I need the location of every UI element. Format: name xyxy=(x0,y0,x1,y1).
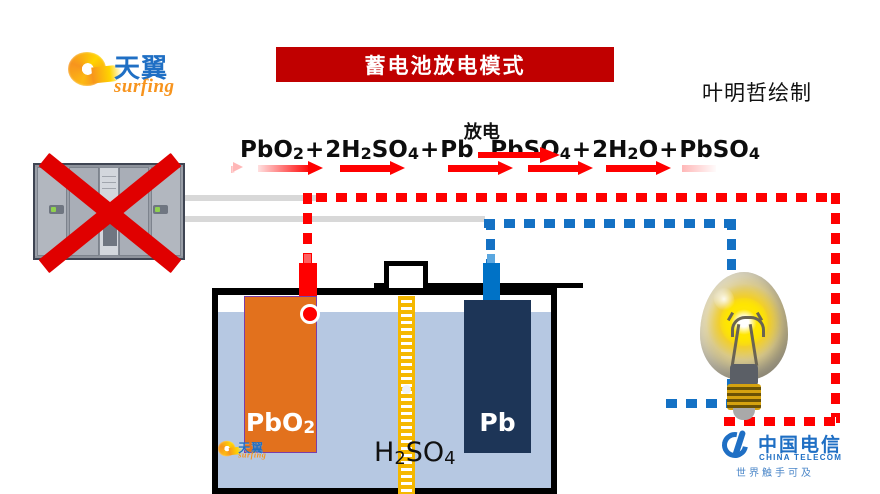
cabinet-handle-left xyxy=(49,205,64,214)
title-text: 蓄电池放电模式 xyxy=(364,53,526,78)
power-cabinet xyxy=(33,163,185,260)
blue-wire-electrode-riser xyxy=(486,219,495,267)
eq-plus-1: + xyxy=(305,137,325,163)
flow-arrow-2 xyxy=(340,161,408,175)
eq-plus-3: + xyxy=(571,137,592,163)
author-credit: 叶明哲绘制 xyxy=(702,81,812,105)
mains-wire-dead-lower xyxy=(185,216,485,222)
tianyi-surfing-logo-small: 天翼 surfing xyxy=(218,438,284,464)
tianyi-surfing-logo: 天翼 surfing xyxy=(68,48,188,100)
china-telecom-logo: 中国电信 CHINA TELECOM 世界触手可及 xyxy=(716,426,862,479)
light-bulb xyxy=(690,272,798,424)
eq-plus-4: + xyxy=(659,137,679,163)
cell-separator xyxy=(398,296,415,494)
cabinet-handle-right xyxy=(153,205,168,214)
tianyi-logo-en: surfing xyxy=(114,76,175,97)
positive-terminal-tip xyxy=(304,254,311,265)
negative-terminal-tip xyxy=(487,254,495,265)
discharge-label: 放电 xyxy=(463,122,500,143)
electrolyte-label: H2SO4 xyxy=(374,437,456,469)
reaction-arrow-icon xyxy=(477,147,562,163)
flow-arrow-ghost-left xyxy=(231,162,249,175)
china-telecom-cn: 中国电信 xyxy=(758,434,843,456)
pbo2-label: PbO2 xyxy=(245,408,316,438)
cabinet-door-2 xyxy=(69,167,99,256)
tianyi-swoosh-icon xyxy=(68,52,106,86)
positive-electrode-lug xyxy=(300,304,320,324)
flow-arrow-5 xyxy=(606,161,674,175)
red-wire-electrode-riser xyxy=(303,193,312,265)
eq-term-pb: Pb xyxy=(440,137,474,163)
tianyi-logo-cn: 天翼 xyxy=(114,54,169,84)
tianyi-logo-small-en: surfing xyxy=(238,449,267,460)
bulb-filament-arc xyxy=(731,316,765,337)
flow-arrow-1 xyxy=(258,161,326,175)
red-wire-right-down xyxy=(831,193,840,423)
blue-wire-top xyxy=(484,219,736,228)
title-banner: 蓄电池放电模式 xyxy=(276,47,614,82)
flow-arrow-ghost-right xyxy=(682,163,722,174)
red-wire-to-bulb xyxy=(724,417,836,426)
cabinet-door-3 xyxy=(119,167,149,256)
reaction-equation: PbO2 + 2H2SO4 + Pb 放电 PbSO4 + 2H2O + PbS… xyxy=(240,122,760,167)
tianyi-swoosh-icon-small xyxy=(218,440,236,457)
china-telecom-en: CHINA TELECOM xyxy=(759,453,843,462)
flow-arrow-4 xyxy=(528,161,596,175)
cabinet-center-bay xyxy=(99,167,119,256)
bulb-screw-base xyxy=(727,384,761,410)
bulb-neck xyxy=(730,364,758,386)
red-wire-top xyxy=(316,193,840,202)
china-telecom-slogan: 世界触手可及 xyxy=(736,468,814,479)
china-telecom-mark-icon xyxy=(716,426,754,464)
eq-term-pbso4-b: PbSO4 xyxy=(679,137,760,163)
blue-wire-to-bulb xyxy=(666,399,732,408)
eq-term-h2o: 2H2O xyxy=(592,137,659,163)
eq-term-pbo2: PbO2 xyxy=(240,137,305,163)
pb-label: Pb xyxy=(479,408,516,437)
flow-arrow-3 xyxy=(448,161,516,175)
positive-terminal-post xyxy=(299,263,317,306)
wire-bridge-crossover xyxy=(374,259,583,289)
eq-term-h2so4: 2H2SO4 xyxy=(325,137,419,163)
separator-dot xyxy=(402,385,411,394)
negative-electrode-pb: Pb xyxy=(464,300,531,453)
bulb-base-tip xyxy=(733,408,755,420)
reaction-arrow-group: 放电 xyxy=(464,122,560,165)
eq-plus-2: + xyxy=(419,137,440,163)
tianyi-logo-small-cn: 天翼 xyxy=(238,441,265,456)
negative-terminal-post xyxy=(483,263,500,306)
